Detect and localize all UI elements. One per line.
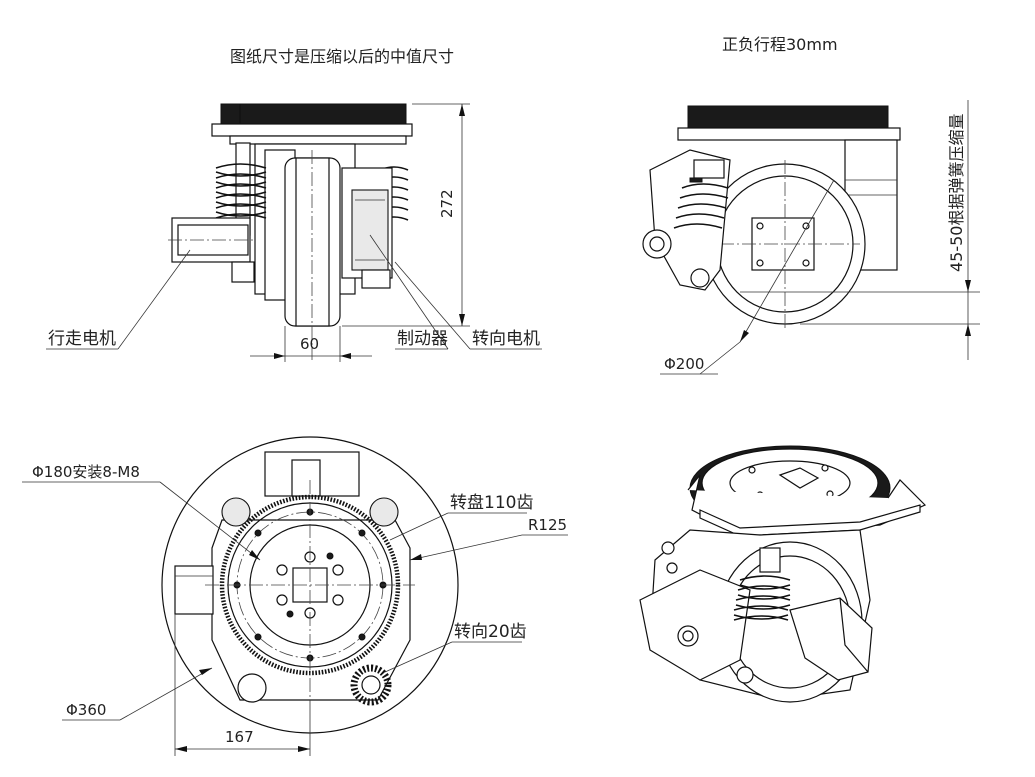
dim-60-value: 60 (300, 335, 319, 353)
wheel-front (284, 150, 341, 360)
isometric-view (639, 445, 927, 703)
front-view: 272 60 行走电机 制动器 转向电机 (46, 103, 542, 362)
top-plate (211, 123, 413, 137)
side-spring (673, 159, 729, 229)
dim-180: Φ180安装8-M8 (22, 463, 261, 561)
compressed-size-note: 图纸尺寸是压缩以后的中值尺寸 (230, 47, 454, 66)
travel-note: 正负行程30mm (722, 35, 838, 54)
dim-272-value: 272 (438, 189, 456, 218)
steer-gear (350, 664, 392, 706)
callout-steer-gear: 转向20齿 (384, 622, 527, 673)
top-drive-motor (174, 565, 214, 615)
dim-60: 60 (250, 326, 372, 362)
dim-r125-value: R125 (528, 516, 567, 534)
top-view: Φ180安装8-M8 转盘110齿 R125 转向20齿 Φ360 (22, 436, 568, 756)
dim-167: 167 (174, 614, 311, 756)
spring-right (379, 166, 409, 221)
label-drive-motor: 行走电机 (48, 329, 116, 349)
spring-compression-note: 45-50根据弹簧压缩量 (947, 114, 966, 273)
iso-swing-arm (639, 569, 751, 681)
dim-spring-compression: 45-50根据弹簧压缩量 (740, 100, 980, 360)
dim-167-value: 167 (225, 728, 254, 746)
iso-spring (733, 547, 791, 621)
label-steer-motor: 转向电机 (472, 329, 540, 349)
dim-360: Φ360 (62, 667, 213, 721)
dim-180-value: Φ180安装8-M8 (32, 463, 140, 481)
label-brake: 制动器 (397, 329, 448, 349)
callout-steer-motor: 转向电机 (394, 261, 542, 350)
brake-steer-body (341, 167, 393, 289)
dim-360-value: Φ360 (66, 701, 106, 719)
dim-r125: R125 (409, 516, 568, 561)
callout-drive-motor: 行走电机 (46, 249, 191, 350)
side-view: 45-50根据弹簧压缩量 Φ200 (642, 100, 980, 375)
dim-200-value: Φ200 (664, 355, 704, 373)
label-turntable-gear: 转盘110齿 (450, 493, 533, 513)
side-slewing-ring (687, 105, 889, 129)
slewing-ring (220, 103, 407, 125)
label-steer-gear: 转向20齿 (454, 622, 527, 642)
callout-turntable-gear: 转盘110齿 (389, 493, 533, 541)
dim-272: 272 (342, 103, 470, 327)
dim-200: Φ200 (660, 179, 835, 375)
callout-brake: 制动器 (369, 234, 449, 350)
drive-motor-front (168, 217, 255, 283)
